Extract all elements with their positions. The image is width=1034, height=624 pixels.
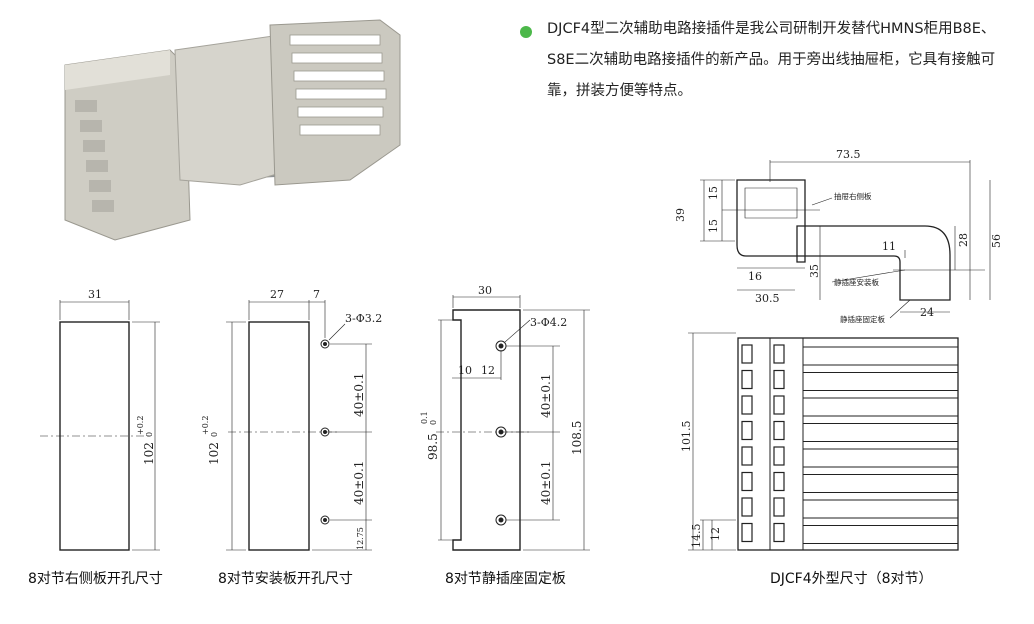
dim-outline-35: 35 (808, 264, 821, 278)
dim-fixing-d2: 12 (481, 364, 495, 377)
drawing-outline-front (688, 332, 959, 551)
dim-mount-tol-upper: +0.2 (201, 416, 210, 435)
drawing-mount-plate (226, 300, 372, 551)
drawing-outline-profile (700, 160, 991, 319)
dim-fixing-pitch1: 40±0.1 (539, 374, 553, 418)
caption-mount-plate: 8对节安装板开孔尺寸 (218, 571, 353, 587)
dim-outline-24: 24 (920, 306, 934, 319)
contact-row-part (773, 344, 785, 364)
dim-right-panel-tol-lower: 0 (145, 432, 154, 437)
dim-outline-11: 11 (882, 240, 896, 253)
dim-right-panel-height: 102 (142, 442, 156, 465)
dim-outline-top-width: 73.5 (836, 148, 861, 161)
product-description: DJCF4型二次辅助电路接插件是我公司研制开发替代HMNS柜用B8E、S8E二次… (547, 21, 996, 99)
dim-outline-15a: 15 (707, 186, 720, 200)
dim-outline-56: 56 (990, 234, 1003, 248)
contact-row-part (773, 471, 785, 492)
bullet-icon (520, 26, 532, 38)
caption-fixing-plate: 8对节静插座固定板 (445, 571, 566, 587)
caption-outline: DJCF4外型尺寸（8对节） (770, 571, 933, 587)
caption-right-panel: 8对节右侧板开孔尺寸 (28, 571, 163, 587)
dim-fixing-outer-height: 108.5 (570, 421, 584, 455)
dim-mount-height: 102 (207, 442, 221, 465)
label-mount-plate: 静插座安装板 (834, 277, 879, 287)
dim-fixing-inner-height: 98.5 (426, 433, 440, 460)
product-photo (64, 19, 401, 241)
dim-mount-holes: 3-Φ3.2 (345, 312, 382, 325)
dim-right-panel-width: 31 (88, 288, 102, 301)
dim-fixing-d1: 10 (458, 364, 472, 377)
label-side-plate: 抽屉右侧板 (834, 191, 872, 201)
dim-outline-12: 12 (709, 527, 722, 541)
dim-outline-30-5: 30.5 (755, 292, 780, 305)
contact-row-part (773, 395, 785, 415)
label-fixing-plate: 静插座固定板 (840, 314, 885, 324)
dim-mount-offset: 7 (313, 288, 320, 301)
drawing-right-panel (40, 300, 160, 551)
dim-fixing-tol-upper: 0.1 (420, 411, 429, 424)
dim-outline-15b: 15 (707, 219, 720, 233)
contact-row-part (773, 522, 785, 543)
dim-right-panel-tol-upper: +0.2 (136, 416, 145, 435)
contact-row-part (773, 420, 785, 441)
dim-fixing-holes: 3-Φ4.2 (530, 316, 567, 329)
drawing-fixing-plate (436, 295, 590, 551)
contact-row-part (741, 497, 753, 517)
dim-mount-tol-lower: 0 (210, 432, 219, 437)
dim-outline-height: 101.5 (680, 421, 693, 453)
dim-mount-width: 27 (270, 288, 284, 301)
contact-row-part (741, 395, 753, 415)
contact-rows (741, 344, 958, 544)
dim-mount-pitch2: 40±0.1 (352, 461, 366, 505)
dim-outline-16: 16 (748, 270, 762, 283)
contact-row-part (741, 420, 753, 441)
contact-row-part (741, 344, 753, 364)
contact-row-part (741, 522, 753, 543)
dim-mount-bottom: 12.75 (356, 527, 365, 550)
dim-outline-28: 28 (957, 233, 970, 247)
dim-fixing-pitch2: 40±0.1 (539, 461, 553, 505)
contact-row-part (741, 446, 753, 466)
dim-outline-39: 39 (674, 208, 687, 222)
dim-fixing-tol-lower: 0 (429, 420, 438, 425)
dim-mount-pitch1: 40±0.1 (352, 373, 366, 417)
dim-outline-14-5: 14.5 (690, 524, 703, 549)
contact-row-part (741, 369, 753, 390)
contact-row-part (773, 446, 785, 466)
dim-fixing-width: 30 (478, 284, 492, 297)
contact-row-part (773, 369, 785, 390)
contact-row-part (773, 497, 785, 517)
contact-row-part (741, 471, 753, 492)
